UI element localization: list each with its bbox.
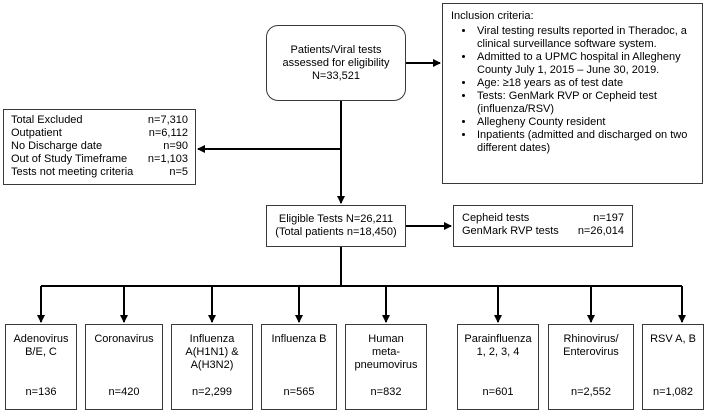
- eligibility-assessment-box: Patients/Viral tests assessed for eligib…: [266, 25, 406, 101]
- exclusion-label: No Discharge date: [11, 140, 103, 152]
- exclusion-label: Total Excluded: [11, 114, 83, 126]
- virus-box-influenza-a: Influenza A(H1N1) & A(H3N2) n=2,299: [171, 324, 253, 410]
- inclusion-criteria-box: Inclusion criteria: Viral testing result…: [442, 3, 703, 184]
- eligible-patients-count: (Total patients n=18,450): [275, 226, 397, 238]
- exclusion-label: Tests not meeting criteria: [11, 166, 134, 178]
- exclusion-row: No Discharge date n=90: [11, 140, 188, 153]
- inclusion-item: Tests: GenMark RVP or Cepheid test (infl…: [475, 90, 694, 116]
- virus-name: Parainfluenza 1, 2, 3, 4: [464, 333, 532, 358]
- exclusion-row: Outpatient n=6,112: [11, 127, 188, 140]
- virus-box-coronavirus: Coronavirus n=420: [85, 324, 163, 410]
- virus-count: n=420: [108, 386, 140, 398]
- test-type-label: Cepheid tests: [462, 212, 530, 224]
- test-type-row: Cepheid tests n=197: [462, 212, 624, 225]
- inclusion-title: Inclusion criteria:: [451, 10, 534, 22]
- virus-name: RSV A, B: [650, 333, 696, 345]
- test-types-box: Cepheid tests n=197 GenMark RVP tests n=…: [453, 205, 633, 247]
- exclusion-label: Out of Study Timeframe: [11, 153, 128, 165]
- virus-box-rhinovirus-enterovirus: Rhinovirus/ Enterovirus n=2,552: [548, 324, 634, 410]
- virus-count: n=2,299: [191, 386, 233, 398]
- virus-box-human-metapneumovirus: Human meta-pneumovirus n=832: [345, 324, 427, 410]
- inclusion-item: Inpatients (admitted and discharged on t…: [475, 129, 694, 155]
- top-box-line2: assessed for eligibility: [282, 56, 390, 69]
- virus-count: n=565: [283, 386, 315, 398]
- inclusion-item: Viral testing results reported in Therad…: [475, 25, 694, 51]
- top-box-total: N=33,521: [311, 69, 360, 82]
- virus-name: Influenza B: [271, 333, 327, 345]
- inclusion-list: Viral testing results reported in Therad…: [451, 25, 694, 155]
- top-box-line1: Patients/Viral tests: [290, 43, 382, 56]
- exclusion-value: n=1,103: [147, 153, 188, 165]
- virus-count: n=832: [370, 386, 402, 398]
- virus-box-parainfluenza: Parainfluenza 1, 2, 3, 4 n=601: [457, 324, 539, 410]
- virus-name: Coronavirus: [94, 333, 154, 345]
- inclusion-item: Age: ≥18 years as of test date: [475, 77, 694, 90]
- virus-count: n=1,082: [652, 386, 694, 398]
- inclusion-item: Admitted to a UPMC hospital in Allegheny…: [475, 51, 694, 77]
- exclusion-value: n=5: [169, 166, 188, 178]
- virus-box-adenovirus: Adenovirus B/E, C n=136: [5, 324, 77, 410]
- eligible-tests-count: Eligible Tests N=26,211: [278, 213, 394, 225]
- exclusion-label: Outpatient: [11, 127, 62, 139]
- exclusion-row: Out of Study Timeframe n=1,103: [11, 153, 188, 166]
- test-type-row: GenMark RVP tests n=26,014: [462, 225, 624, 238]
- virus-name: Influenza A(H1N1) & A(H3N2): [185, 333, 239, 371]
- virus-name: Rhinovirus/ Enterovirus: [563, 333, 619, 358]
- exclusion-row: Total Excluded n=7,310: [11, 114, 188, 127]
- exclusion-value: n=6,112: [148, 127, 188, 139]
- inclusion-item: Allegheny County resident: [475, 116, 694, 129]
- virus-name: Human meta-pneumovirus: [354, 333, 418, 371]
- exclusion-value: n=7,310: [147, 114, 188, 126]
- virus-name: Adenovirus B/E, C: [13, 333, 69, 358]
- exclusion-box: Total Excluded n=7,310 Outpatient n=6,11…: [3, 109, 196, 185]
- eligible-tests-box: Eligible Tests N=26,211 (Total patients …: [266, 205, 406, 247]
- virus-count: n=136: [25, 386, 57, 398]
- exclusion-value: n=90: [163, 140, 188, 152]
- test-type-value: n=26,014: [577, 225, 624, 237]
- virus-count: n=2,552: [570, 386, 612, 398]
- test-type-value: n=197: [593, 212, 624, 224]
- virus-count: n=601: [482, 386, 514, 398]
- virus-box-rsv: RSV A, B n=1,082: [642, 324, 704, 410]
- exclusion-row: Tests not meeting criteria n=5: [11, 166, 188, 179]
- test-type-label: GenMark RVP tests: [462, 225, 559, 237]
- virus-box-influenza-b: Influenza B n=565: [261, 324, 337, 410]
